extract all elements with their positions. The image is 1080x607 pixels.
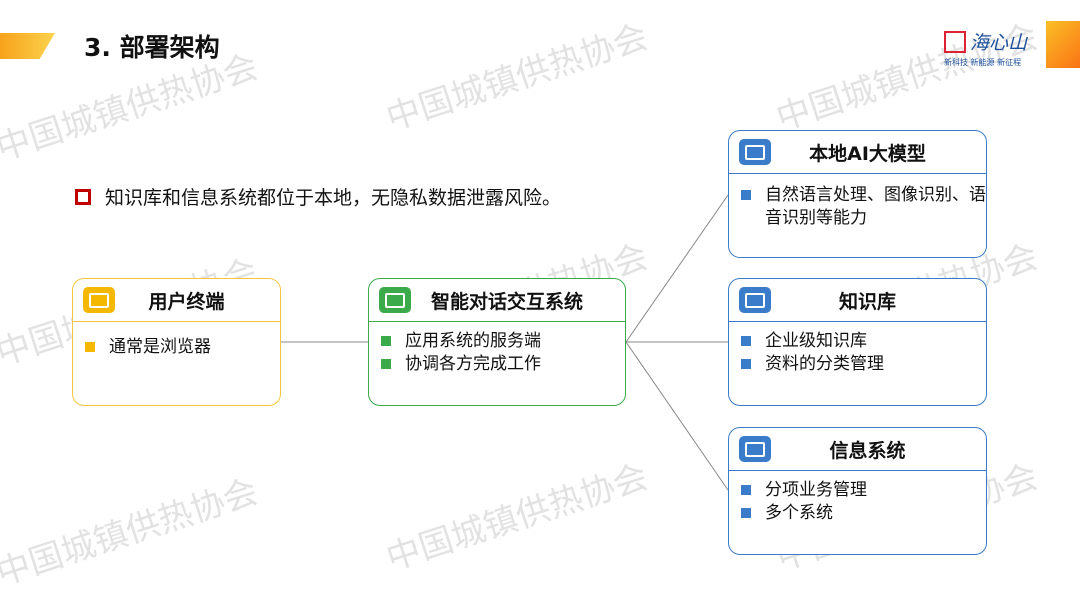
card-user-terminal: 用户终端 通常是浏览器	[72, 278, 281, 406]
monitor-icon	[379, 287, 411, 313]
logo: 海心山 新科技 新能源 新征程	[944, 28, 1044, 68]
monitor-icon	[739, 287, 771, 313]
list-item: 通常是浏览器	[85, 336, 280, 359]
card-knowledge-base: 知识库 企业级知识库资料的分类管理	[728, 278, 987, 406]
logo-name: 海心山	[970, 32, 1028, 54]
list-item: 分项业务管理	[741, 479, 986, 502]
logo-seal-icon	[944, 30, 966, 53]
list-item: 协调各方完成工作	[381, 353, 625, 376]
monitor-icon	[739, 436, 771, 462]
card-info-system: 信息系统 分项业务管理多个系统	[728, 427, 987, 555]
card-local-ai-model: 本地AI大模型 自然语言处理、图像识别、语音识别等能力	[728, 130, 987, 258]
connector-dialog-ai	[625, 194, 729, 343]
corner-accent	[1046, 21, 1080, 68]
monitor-icon	[739, 139, 771, 165]
monitor-icon	[83, 287, 115, 313]
main-point-text: 知识库和信息系统都位于本地，无隐私数据泄露风险。	[105, 187, 562, 209]
card-title: 知识库	[838, 290, 896, 313]
main-point: 知识库和信息系统都位于本地，无隐私数据泄露风险。	[75, 183, 561, 210]
connector-dialog-info	[625, 341, 729, 491]
list-item: 应用系统的服务端	[381, 330, 625, 353]
card-dialog-system: 智能对话交互系统 应用系统的服务端协调各方完成工作	[368, 278, 626, 406]
list-item: 自然语言处理、图像识别、语音识别等能力	[741, 184, 986, 230]
list-item: 企业级知识库	[741, 330, 986, 353]
card-title: 智能对话交互系统	[430, 290, 583, 313]
bullet-square-icon	[75, 188, 91, 205]
card-title: 信息系统	[829, 439, 906, 462]
page-title: 3. 部署架构	[84, 33, 220, 62]
list-item: 资料的分类管理	[741, 353, 986, 376]
list-item: 多个系统	[741, 502, 986, 525]
card-title: 用户终端	[148, 290, 225, 313]
logo-slogan: 新科技 新能源 新征程	[944, 58, 1022, 67]
card-title: 本地AI大模型	[809, 142, 926, 165]
